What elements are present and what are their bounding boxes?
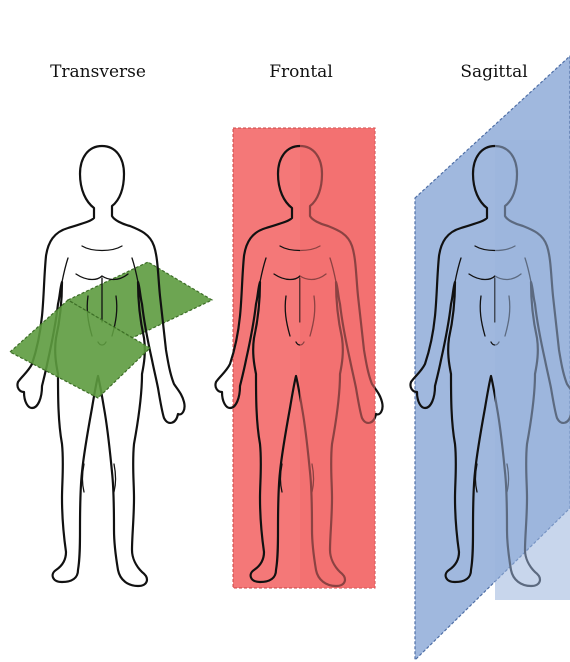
sagittal-figure-group [410, 56, 570, 660]
frontal-figure-group [215, 128, 382, 588]
transverse-figure-group [10, 146, 212, 586]
